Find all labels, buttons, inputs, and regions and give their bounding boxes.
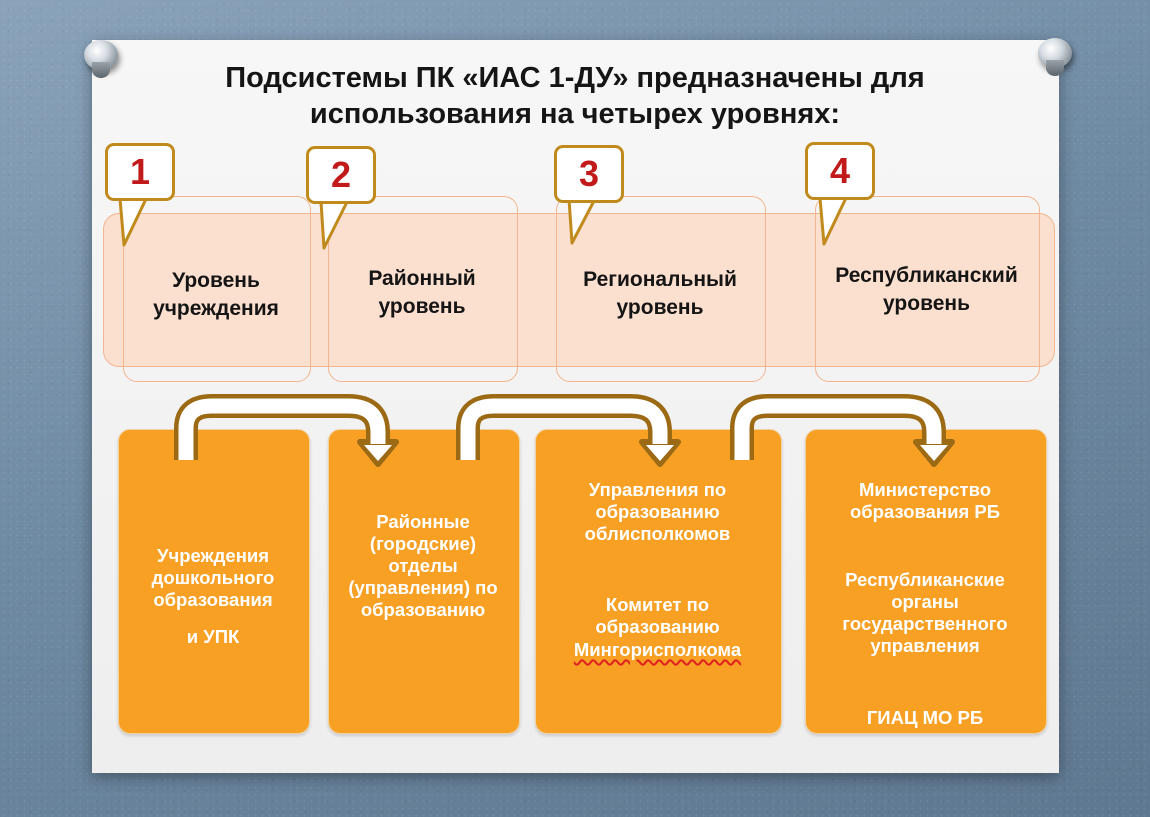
org-text-1b: и УПК <box>186 626 240 647</box>
org-box-1 <box>118 429 310 734</box>
level-label-1: Уровень учреждения <box>153 269 279 320</box>
level-number-1: 1 <box>105 143 175 201</box>
org-box-3 <box>535 429 782 734</box>
level-number-4: 4 <box>805 142 875 200</box>
pushpin-icon <box>84 40 118 78</box>
level-number-3: 3 <box>554 145 624 203</box>
level-label-2: Районный уровень <box>368 267 476 318</box>
org-text-4c: ГИАЦ МО РБ <box>866 707 984 728</box>
level-number-2: 2 <box>306 146 376 204</box>
org-text-3c: Мингорисполкома <box>545 639 770 661</box>
level-label-3: Региональный уровень <box>583 268 737 319</box>
org-text-1a: Учреждения дошкольного образования <box>151 545 275 610</box>
level-box-2 <box>328 196 518 382</box>
curved-arrow-icon <box>186 406 396 464</box>
curved-arrow-icon <box>468 406 678 464</box>
org-text-3b: Комитет по образованию <box>595 594 720 637</box>
org-text-3c-span: Мингорисполкома <box>573 639 742 660</box>
org-text-3a: Управления по образованию облисполкомов <box>584 479 731 544</box>
org-text-4b: Республиканские органы государственного … <box>842 569 1008 656</box>
level-box-3 <box>556 196 766 382</box>
level-box-1 <box>123 196 311 382</box>
org-box-2 <box>328 429 520 734</box>
org-text-2a: Районные (городские) отделы (управления)… <box>348 511 498 620</box>
curved-arrow-icon <box>742 406 952 464</box>
org-box-4 <box>805 429 1047 734</box>
pushpin-icon <box>1038 38 1072 76</box>
level-box-4 <box>815 196 1040 382</box>
slide-title: Подсистемы ПК «ИАС 1-ДУ» предназначены д… <box>225 62 925 130</box>
level-label-4: Республиканский уровень <box>835 264 1018 315</box>
org-text-4a: Министерство образования РБ <box>849 479 1001 522</box>
